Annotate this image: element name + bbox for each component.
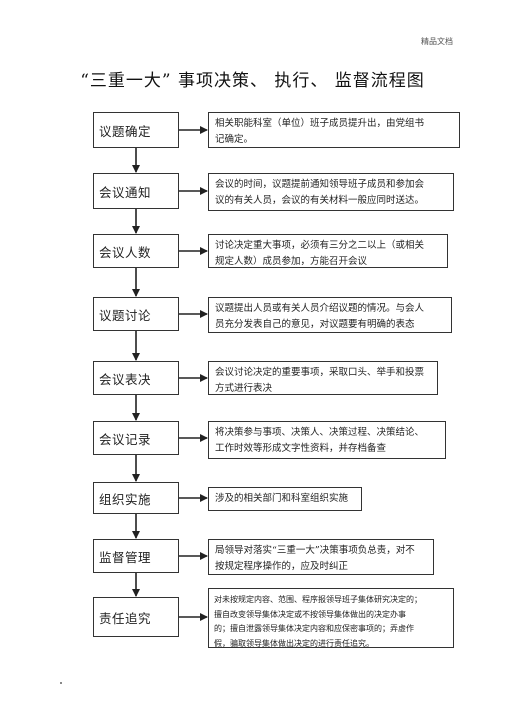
step-desc-accountability: 对未按规定内容、范围、程序报领导班子集体研究决定的； 擅自改变领导集体决定或不按… xyxy=(208,588,454,648)
step-box-accountability: 责任追究 xyxy=(93,597,179,637)
step-box-attendance: 会议人数 xyxy=(93,234,179,268)
step-box-implementation: 组织实施 xyxy=(93,482,179,514)
step-desc-meeting-notice: 会议的时间，议题提前通知领导班子成员和参加会 议的有关人员，会议的有关材料一般应… xyxy=(208,173,454,211)
step-desc-supervision: 局领导对落实“三重一大”决策事项负总责，对不 按规定程序操作的，应及时纠正 xyxy=(208,539,434,575)
step-desc-meeting-vote: 会议讨论决定的重要事项，采取口头、举手和投票 方式进行表决 xyxy=(208,361,438,395)
step-desc-topic-discussion: 议题提出人员或有关人员介绍议题的情况。与会人 员充分发表自己的意见，对议题要有明… xyxy=(208,297,452,333)
step-desc-implementation: 涉及的相关部门和科室组织实施 xyxy=(208,487,362,511)
step-box-meeting-record: 会议记录 xyxy=(93,421,179,455)
page-title: “三重一大” 事项决策、 执行、 监督流程图 xyxy=(80,71,425,91)
step-box-supervision: 监督管理 xyxy=(93,539,179,573)
step-box-topic-discussion: 议题讨论 xyxy=(93,297,179,331)
step-box-meeting-notice: 会议通知 xyxy=(93,173,179,209)
step-desc-meeting-record: 将决策参与事项、决策人、决策过程、决策结论、 工作时效等形成文字性资料，并存档备… xyxy=(208,421,446,459)
step-box-topic-confirm: 议题确定 xyxy=(93,112,179,148)
stray-mark xyxy=(60,682,62,684)
step-box-meeting-vote: 会议表决 xyxy=(93,361,179,395)
step-desc-attendance: 讨论决定重大事项，必须有三分之二以上（或相关 规定人数）成员参加，方能召开会议 xyxy=(208,234,448,268)
document-header-tag: 精品文档 xyxy=(421,37,453,46)
step-desc-topic-confirm: 相关职能科室（单位）班子成员提升出，由党组书 记确定。 xyxy=(208,112,460,148)
